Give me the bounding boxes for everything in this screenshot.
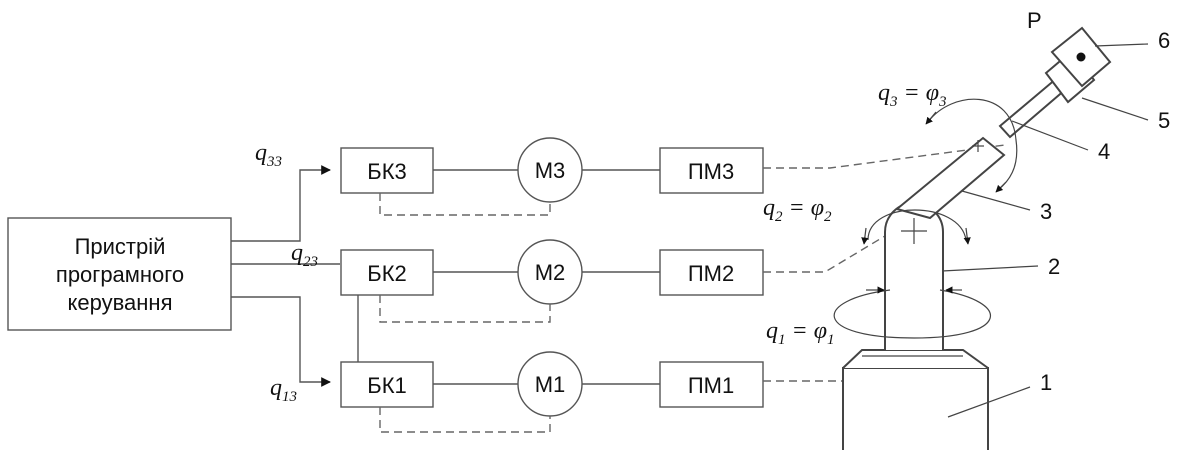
program-controller-box — [7, 217, 232, 331]
control-block-bk3 — [340, 147, 434, 194]
joint2-arrow-left — [861, 227, 869, 245]
part-number-5: 5 — [1158, 108, 1170, 133]
robot-base-flange — [842, 349, 989, 369]
control-block-bk2-label: БК2 — [367, 261, 407, 286]
robot-manipulator — [842, 26, 1112, 450]
control-block-bk3-label: БК3 — [367, 159, 407, 184]
part-number-1: 1 — [1040, 370, 1052, 395]
signal-line-q13 — [231, 296, 331, 387]
signal-line-q33 — [231, 165, 331, 242]
robot-upper-arm — [894, 136, 1006, 220]
joint2-arrow-right — [963, 227, 971, 245]
tool-point — [1076, 52, 1086, 62]
feedback-line-3 — [379, 193, 551, 216]
transmission-pm3 — [659, 147, 764, 194]
joint2-label: q2 = φ2 — [763, 195, 832, 225]
signal-label-q33: q33 — [255, 140, 282, 170]
transmission-pm2-label: ПМ2 — [688, 261, 734, 286]
leader-5 — [1081, 97, 1149, 121]
motor-m1-label: М1 — [535, 372, 566, 397]
signal-label-q23: q23 — [291, 240, 318, 270]
transmission-pm1 — [659, 361, 764, 408]
joint1-label: q1 = φ1 — [766, 318, 834, 348]
leader-3 — [961, 190, 1031, 211]
robot-base — [842, 367, 989, 450]
joint2-rotation-arc — [867, 209, 967, 241]
controller-line-3: керування — [68, 290, 173, 315]
joint1-rotation-arc — [833, 289, 992, 339]
signal-label-q13: q13 — [270, 375, 297, 405]
leader-4 — [1011, 120, 1089, 151]
part-number-6: 6 — [1158, 28, 1170, 53]
motor-m2-label: М2 — [535, 260, 566, 285]
controller-line-1: Пристрій — [75, 234, 166, 259]
transmission-pm3-label: ПМ3 — [688, 159, 734, 184]
part-number-3: 3 — [1040, 199, 1052, 224]
joint3-arrow-left — [925, 111, 937, 125]
mech-link-line-2 — [763, 235, 886, 273]
joint3-rotation-arc — [927, 98, 1018, 191]
point-label-p: P — [1027, 8, 1042, 33]
joint3-arrow-right — [995, 181, 1007, 193]
feedback-line-2 — [379, 295, 551, 323]
controller-line-2: програмного — [56, 262, 184, 287]
leader-6 — [1094, 43, 1149, 47]
part-number-2: 2 — [1048, 254, 1060, 279]
leader-2 — [941, 265, 1039, 272]
motor-m3-label: М3 — [535, 158, 566, 183]
leader-1 — [947, 386, 1031, 418]
joint3-label: q3 = φ3 — [878, 80, 946, 110]
mech-link-line-3 — [763, 144, 1006, 169]
control-block-bk1-label: БК1 — [367, 373, 407, 398]
feedback-line-1 — [379, 407, 551, 433]
part-number-4: 4 — [1098, 139, 1110, 164]
transmission-pm1-label: ПМ1 — [688, 373, 734, 398]
